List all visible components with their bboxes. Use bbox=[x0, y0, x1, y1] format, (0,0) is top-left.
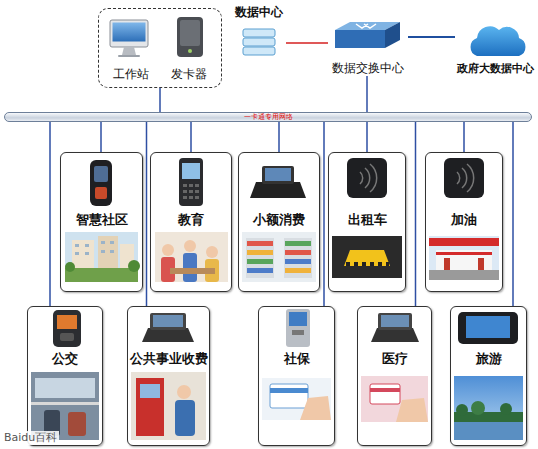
taxi-photo bbox=[332, 236, 402, 278]
community-photo bbox=[65, 232, 140, 282]
gas-station-photo bbox=[429, 236, 499, 280]
tourism-photo bbox=[454, 376, 523, 440]
node-label: 社保 bbox=[259, 350, 334, 367]
terminal-group: 工作站发卡器 bbox=[98, 8, 222, 88]
data-center: 数据中心 bbox=[232, 4, 286, 58]
face-reader-icon bbox=[90, 160, 112, 206]
connector-line bbox=[366, 76, 368, 112]
payment-photo bbox=[131, 372, 206, 440]
supermarket-photo bbox=[242, 232, 316, 282]
gov-cloud: 政府大数据中心 bbox=[455, 22, 535, 78]
node-label: 旅游 bbox=[451, 350, 526, 367]
node-label: 公共事业收费 bbox=[128, 350, 209, 367]
node-label: 教育 bbox=[151, 211, 231, 228]
card-reader-icon bbox=[444, 158, 484, 198]
education-photo bbox=[155, 232, 228, 282]
service-box: 加油 bbox=[425, 152, 503, 292]
node-label: 一卡通专用网络 bbox=[5, 113, 531, 121]
pos-icon bbox=[371, 313, 419, 342]
connector-line bbox=[512, 122, 514, 306]
pos-icon bbox=[250, 166, 306, 198]
card-issuer-icon bbox=[177, 17, 203, 57]
node-label: 小额消费 bbox=[239, 211, 319, 228]
node-label: 数据交换中心 bbox=[328, 60, 408, 76]
node-label: 工作站 bbox=[103, 66, 159, 82]
node-label: 公交 bbox=[28, 350, 102, 367]
service-box: 医疗 bbox=[357, 306, 432, 446]
node-label: 智慧社区 bbox=[61, 211, 142, 228]
connector-line bbox=[415, 122, 417, 306]
watermark: Baidu百科 bbox=[2, 431, 59, 445]
kiosk-icon bbox=[286, 309, 310, 347]
connector-line bbox=[278, 122, 280, 152]
node-label: 加油 bbox=[426, 211, 502, 228]
network-bus: 一卡通专用网络 bbox=[4, 112, 532, 122]
service-box: 社保 bbox=[258, 306, 335, 446]
node-label: 数据中心 bbox=[232, 4, 286, 20]
pos-icon bbox=[142, 313, 194, 342]
connector-line bbox=[366, 122, 368, 152]
bus-reader-icon bbox=[53, 310, 81, 347]
switch-icon bbox=[335, 22, 400, 48]
connector-line bbox=[408, 36, 455, 38]
exchange-switch: 数据交换中心 bbox=[328, 16, 408, 76]
connector-line bbox=[49, 122, 51, 306]
service-box: 小额消费 bbox=[238, 152, 320, 292]
connector-line bbox=[286, 42, 328, 44]
node-label: 发卡器 bbox=[161, 66, 217, 82]
service-box: 教育 bbox=[150, 152, 232, 292]
service-box: 旅游 bbox=[450, 306, 527, 446]
connector-line bbox=[190, 122, 192, 152]
social-card-photo bbox=[262, 378, 331, 420]
medical-photo bbox=[361, 376, 428, 422]
server-icon bbox=[243, 29, 275, 55]
node-label: 医疗 bbox=[358, 350, 431, 367]
card-reader-icon bbox=[347, 158, 387, 198]
handheld-icon bbox=[179, 158, 203, 206]
service-box: 公交 bbox=[27, 306, 103, 446]
bus-photo bbox=[31, 372, 99, 440]
connector-line bbox=[323, 122, 325, 306]
node-label: 政府大数据中心 bbox=[455, 62, 535, 76]
computer-icon bbox=[110, 20, 148, 57]
connector-line bbox=[463, 122, 465, 152]
tablet-pos-icon bbox=[458, 312, 518, 344]
node-label: 出租车 bbox=[329, 211, 405, 228]
connector-line bbox=[159, 88, 161, 112]
connector-line bbox=[100, 122, 102, 152]
service-box: 智慧社区 bbox=[60, 152, 143, 292]
connector-line bbox=[146, 122, 148, 306]
service-box: 公共事业收费 bbox=[127, 306, 210, 446]
cloud-icon bbox=[471, 26, 526, 56]
service-box: 出租车 bbox=[328, 152, 406, 292]
